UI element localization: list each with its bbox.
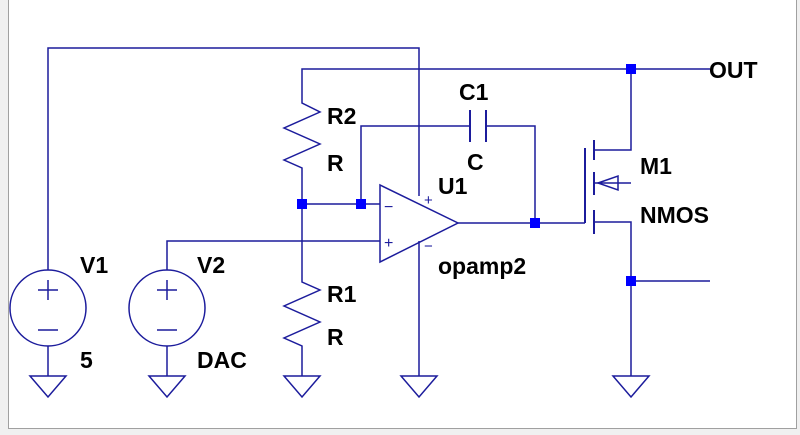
wire-inverting-node (301, 125, 536, 275)
c1-name-label: C1 (459, 79, 489, 105)
u1-name-label: U1 (438, 173, 468, 199)
r2-value-label: R (327, 150, 344, 176)
nmos-m1[interactable] (584, 69, 710, 376)
ground-r1 (282, 375, 322, 399)
resistor-r1[interactable] (282, 275, 322, 376)
junction-opamp-minus (356, 199, 366, 209)
v1-value-label: 5 (80, 347, 93, 373)
schematic-sheet[interactable] (8, 0, 797, 429)
r1-value-label: R (327, 324, 344, 350)
opamp-vplus-symbol: + (424, 192, 433, 209)
wire-feedback-top (301, 68, 710, 97)
junction-out (626, 64, 636, 74)
r2-name-label: R2 (327, 103, 356, 129)
resistor-r2[interactable] (282, 97, 322, 176)
ground-v2 (147, 375, 187, 399)
v2-value-label: DAC (197, 347, 247, 373)
r1-name-label: R1 (327, 281, 357, 307)
voltage-source-v1[interactable] (9, 269, 87, 347)
opamp-minus-symbol: − (384, 199, 393, 216)
opamp-u1[interactable] (379, 183, 460, 376)
junction-opamp-out (530, 218, 540, 228)
m1-value-label: NMOS (640, 202, 709, 228)
u1-value-label: opamp2 (438, 253, 526, 279)
v2-name-label: V2 (197, 252, 225, 278)
capacitor-c1[interactable] (469, 110, 487, 142)
v1-name-label: V1 (80, 252, 108, 278)
voltage-source-v2[interactable] (128, 269, 206, 347)
junction-source (626, 276, 636, 286)
ground-u1 (399, 375, 439, 399)
m1-name-label: M1 (640, 153, 672, 179)
opamp-vminus-symbol: − (424, 238, 433, 255)
wire-v2-dac (166, 240, 380, 376)
junction-inverting (297, 199, 307, 209)
opamp-plus-symbol: + (384, 235, 393, 252)
wire-v1-supply (47, 47, 420, 376)
out-net-label: OUT (709, 57, 758, 83)
c1-value-label: C (467, 149, 484, 175)
ground-m1 (611, 375, 651, 399)
ground-v1 (28, 375, 68, 399)
